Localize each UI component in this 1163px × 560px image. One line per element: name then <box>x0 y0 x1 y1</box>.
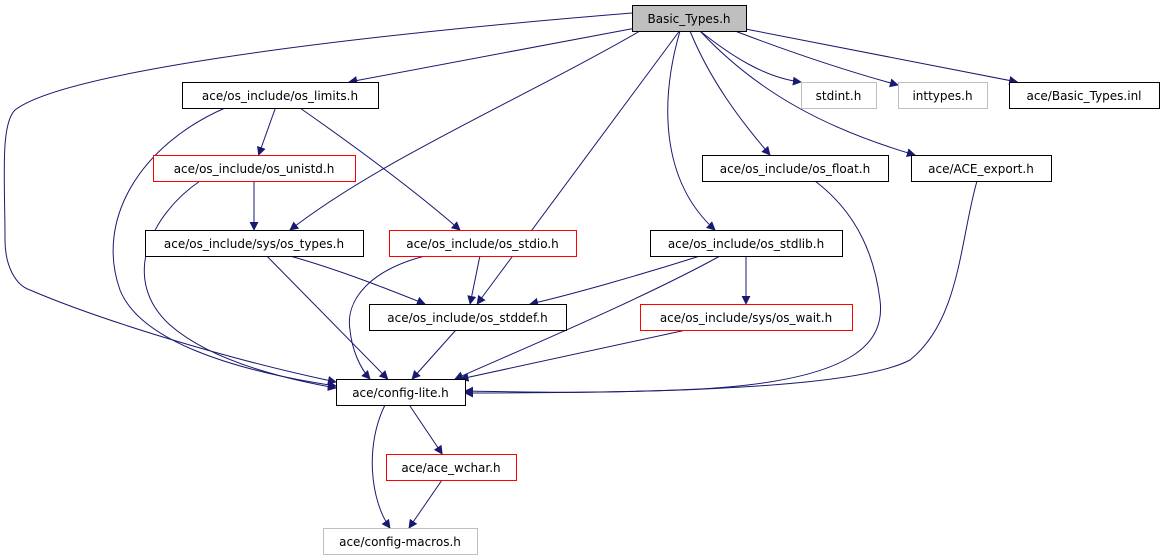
edge-os-stdio-to-os-stddef <box>467 255 481 305</box>
node-inttypes[interactable]: inttypes.h <box>898 82 988 109</box>
node-label: Basic_Types.h <box>647 12 730 26</box>
node-basic-types: Basic_Types.h <box>632 5 747 32</box>
node-label: ace/os_include/sys/os_types.h <box>164 237 344 251</box>
node-box <box>336 379 466 406</box>
node-os-limits[interactable]: ace/os_include/os_limits.h <box>182 82 379 109</box>
node-box <box>801 82 877 109</box>
node-basic-types-inl[interactable]: ace/Basic_Types.inl <box>1009 82 1160 109</box>
node-label: inttypes.h <box>912 89 972 103</box>
node-label: ace/os_include/sys/os_wait.h <box>660 311 832 325</box>
node-label: ace/config-lite.h <box>352 386 449 400</box>
node-label: ace/config-macros.h <box>339 535 461 549</box>
edge-ace-export-to-config-lite <box>464 180 978 398</box>
node-stdint[interactable]: stdint.h <box>801 82 877 109</box>
node-label: ace/os_include/os_stdlib.h <box>668 237 824 251</box>
edge-basic-types-to-basic-types-inl <box>745 28 1019 85</box>
node-box <box>898 82 988 109</box>
edge-os-stdlib-to-os-stddef <box>529 255 701 307</box>
node-box <box>702 155 889 182</box>
node-label: stdint.h <box>816 89 862 103</box>
node-config-macros[interactable]: ace/config-macros.h <box>323 528 478 555</box>
node-box <box>323 528 478 555</box>
node-box <box>369 304 567 331</box>
node-os-stdio[interactable]: ace/os_include/os_stdio.h <box>389 230 577 257</box>
node-label: ace/os_include/os_stdio.h <box>406 237 559 251</box>
node-os-float[interactable]: ace/os_include/os_float.h <box>702 155 889 182</box>
nodes-layer: Basic_Types.h ace/os_include/os_limits.h s… <box>145 5 1160 555</box>
edge-basic-types-to-os-types <box>289 30 641 231</box>
edge-os-limits-to-os-stdio <box>299 107 461 231</box>
node-label: ace/os_include/os_float.h <box>720 162 870 176</box>
node-ace-export[interactable]: ace/ACE_export.h <box>911 155 1052 182</box>
node-box <box>632 5 747 32</box>
node-box <box>389 230 577 257</box>
edge-basic-types-to-os-stddef <box>476 30 680 305</box>
edge-os-float-to-config-lite <box>464 180 882 396</box>
node-box <box>145 230 364 257</box>
edge-os-types-to-os-stddef <box>289 255 426 306</box>
edge-basic-types-to-inttypes <box>734 30 899 88</box>
node-label: ace/ACE_export.h <box>928 162 1034 176</box>
node-box <box>153 155 356 182</box>
node-box <box>182 82 379 109</box>
edges-layer <box>3 12 1019 529</box>
edge-os-stdlib-to-config-lite <box>454 255 721 380</box>
edge-os-wait-to-config-lite <box>459 329 687 382</box>
node-box <box>386 454 517 481</box>
edge-config-lite-to-ace-wchar <box>408 404 443 455</box>
edge-basic-types-to-os-stdlib <box>667 30 716 231</box>
node-box <box>640 304 853 331</box>
edge-basic-types-to-os-limits <box>348 28 633 85</box>
edge-basic-types-to-os-float <box>689 30 771 156</box>
node-os-wait[interactable]: ace/os_include/sys/os_wait.h <box>640 304 853 331</box>
edge-os-limits-to-config-lite <box>112 107 337 390</box>
edge-os-types-to-config-lite <box>266 255 389 380</box>
edge-basic-types-to-config-lite <box>3 12 633 385</box>
node-ace-wchar[interactable]: ace/ace_wchar.h <box>386 454 517 481</box>
edge-os-unistd-to-config-lite <box>143 180 337 392</box>
node-config-lite[interactable]: ace/config-lite.h <box>336 379 466 406</box>
node-os-stdlib[interactable]: ace/os_include/os_stdlib.h <box>650 230 843 257</box>
edge-os-stdio-to-config-lite <box>348 255 426 380</box>
edge-basic-types-to-stdint <box>699 30 802 86</box>
edge-os-stddef-to-config-lite <box>411 329 457 380</box>
edge-basic-types-to-ace-export <box>699 30 916 158</box>
edge-config-lite-to-config-macros <box>371 404 391 529</box>
node-box <box>650 230 843 257</box>
edge-ace-wchar-to-config-macros <box>408 479 443 529</box>
node-os-types[interactable]: ace/os_include/sys/os_types.h <box>145 230 364 257</box>
node-label: ace/os_include/os_unistd.h <box>174 162 335 176</box>
node-box <box>1009 82 1160 109</box>
node-box <box>911 155 1052 182</box>
node-label: ace/ace_wchar.h <box>401 461 500 475</box>
node-os-stddef[interactable]: ace/os_include/os_stddef.h <box>369 304 567 331</box>
edge-os-limits-to-os-unistd <box>257 107 276 156</box>
node-label: ace/Basic_Types.inl <box>1026 89 1141 103</box>
node-label: ace/os_include/os_stddef.h <box>387 311 547 325</box>
node-os-unistd[interactable]: ace/os_include/os_unistd.h <box>153 155 356 182</box>
node-label: ace/os_include/os_limits.h <box>202 89 358 103</box>
